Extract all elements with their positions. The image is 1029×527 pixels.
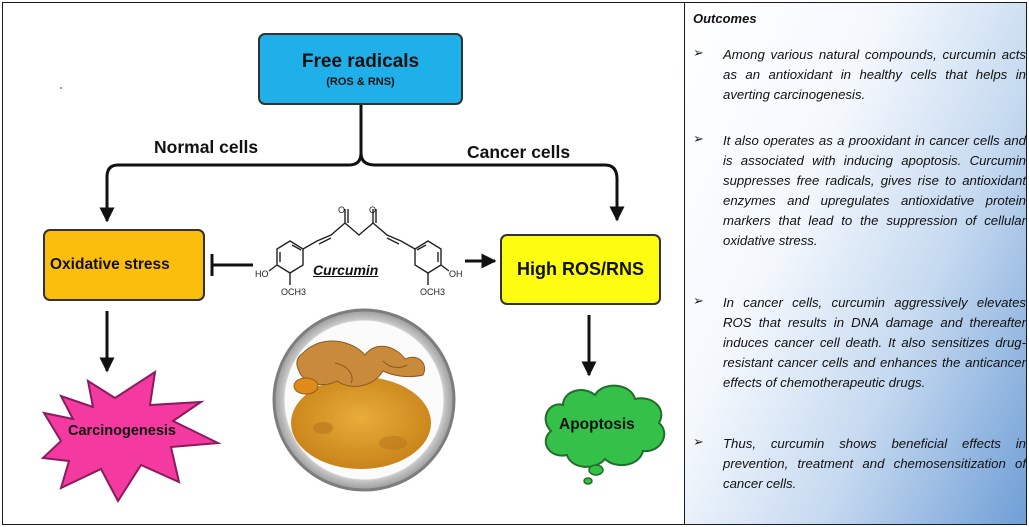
- curcumin-label: Curcumin: [313, 262, 379, 278]
- outcomes-panel: Outcomes ➢ Among various natural compoun…: [684, 3, 1026, 524]
- mechanism-diagram: Free radicals (ROS & RNS) Normal cells C…: [3, 3, 684, 524]
- high-ros-box: High ROS/RNS: [500, 234, 661, 305]
- chem-hydroxyl-right: OH: [449, 269, 463, 279]
- diagram-graphics: [40, 105, 666, 503]
- chem-oxygen-left: O: [338, 205, 346, 215]
- apoptosis-label: Apoptosis: [559, 416, 635, 433]
- chem-methoxy-right: OCH3: [420, 287, 446, 297]
- cancer-cells-label: Cancer cells: [467, 142, 571, 162]
- stray-dot: [60, 87, 62, 89]
- arrow-bullet-icon: ➢: [693, 434, 704, 449]
- free-radicals-subtitle: (ROS & RNS): [326, 75, 395, 88]
- outcomes-title: Outcomes: [693, 11, 757, 26]
- turmeric-dish-image: [272, 308, 456, 492]
- arrow-bullet-icon: ➢: [693, 45, 704, 60]
- normal-cells-label: Normal cells: [154, 137, 259, 157]
- carcinogenesis-label: Carcinogenesis: [68, 423, 176, 439]
- curcumin-structure: [268, 209, 450, 285]
- high-ros-label: High ROS/RNS: [516, 259, 644, 279]
- branch-connector: [99, 105, 363, 223]
- branch-connector-right: [359, 152, 625, 222]
- outcome-text: It also operates as a prooxidant in canc…: [723, 133, 1026, 248]
- free-radicals-box: Free radicals (ROS & RNS): [258, 33, 463, 105]
- apoptosis-cloud-bubble: [588, 464, 604, 476]
- chem-hydroxyl-left: HO: [255, 269, 269, 279]
- carcinogenesis-star: [40, 369, 222, 503]
- chem-methoxy-left: OCH3: [281, 287, 307, 297]
- apoptosis-cloud-bubble-small: [583, 477, 593, 485]
- oxidative-stress-box: Oxidative stress: [43, 229, 205, 301]
- arrow-bullet-icon: ➢: [693, 293, 704, 308]
- outcome-text: In cancer cells, curcumin aggressively e…: [723, 295, 1026, 390]
- free-radicals-title: Free radicals: [301, 50, 420, 72]
- apoptosis-cloud: [544, 384, 666, 468]
- outcome-text: Thus, curcumin shows beneficial effects …: [723, 436, 1026, 491]
- oxidative-stress-label: Oxidative stress: [50, 256, 170, 273]
- arrow-bullet-icon: ➢: [693, 131, 704, 146]
- outcome-text: Among various natural compounds, curcumi…: [723, 47, 1026, 102]
- chem-oxygen-right: O: [369, 205, 377, 215]
